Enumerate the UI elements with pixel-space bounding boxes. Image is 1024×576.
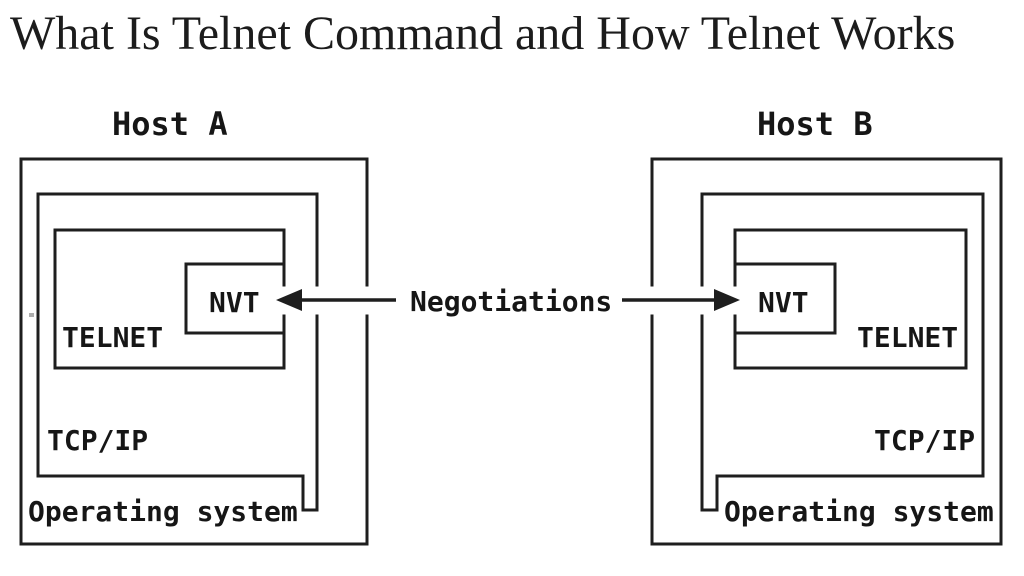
host-b-tcpip-box (700, 192, 985, 512)
host-b-telnet-label: TELNET (857, 321, 958, 354)
host-b-nvt-label: NVT (758, 286, 809, 319)
host-b-nvt-box (733, 262, 837, 335)
host-a-os-label: Operating system (28, 495, 298, 528)
negotiations-arrow-left-head (276, 289, 302, 311)
host-b-telnet-box (733, 228, 968, 370)
host-a-operating-system-box (19, 157, 369, 546)
negotiations-label: Negotiations (410, 285, 612, 318)
host-a-label: Host A (112, 105, 228, 143)
host-b-os-label: Operating system (724, 495, 994, 528)
page-title: What Is Telnet Command and How Telnet Wo… (10, 7, 956, 60)
host-b-label: Host B (757, 105, 873, 143)
host-a-nvt-box (184, 262, 286, 335)
host-b-operating-system-box (650, 157, 1003, 546)
host-a-tcpip-label: TCP/IP (47, 424, 148, 457)
host-a-tcpip-box (36, 192, 319, 512)
host-a-nvt-label: NVT (209, 286, 260, 319)
negotiations-arrow-right-head (714, 289, 740, 311)
scan-artifact-speck (29, 313, 34, 317)
host-b-tcpip-label: TCP/IP (874, 424, 975, 457)
host-a-telnet-box (53, 228, 286, 370)
host-a-telnet-label: TELNET (62, 321, 163, 354)
